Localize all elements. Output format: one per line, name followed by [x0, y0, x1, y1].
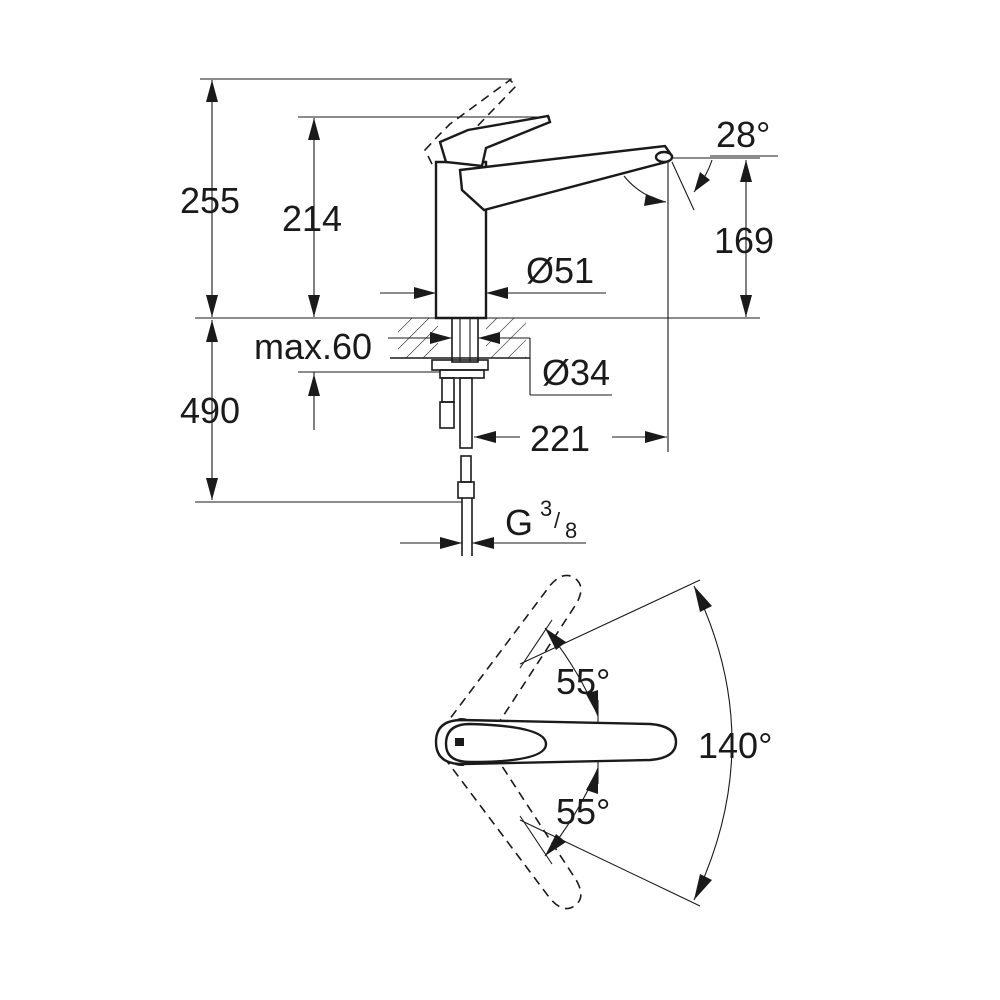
mounting-shank [431, 317, 489, 556]
total-height-label: 255 [180, 180, 240, 221]
lower-angle-label: 55° [556, 791, 610, 832]
indicator-mark [455, 738, 464, 746]
faucet-body [434, 114, 674, 320]
spout-height-label: 169 [714, 220, 774, 261]
lever-height-label: 214 [282, 198, 342, 239]
spout-reach-label: 221 [530, 418, 590, 459]
spout-angle-label: 28° [716, 114, 770, 155]
connection-denominator: 8 [565, 518, 577, 543]
hole-diameter-label: Ø34 [542, 352, 610, 393]
faucet-top-outline [434, 718, 678, 766]
lever-rotated-outlines [436, 574, 582, 910]
total-angle-label: 140° [698, 725, 772, 766]
top-view: 55° 55° 140° [434, 574, 772, 910]
max-deck-thickness-label: max.60 [254, 326, 372, 367]
below-deck-length-label: 490 [180, 390, 240, 431]
connection-main: G [505, 502, 533, 543]
body-diameter-label: Ø51 [526, 250, 594, 291]
connection-numerator: 3 [540, 496, 552, 521]
connection-separator: / [554, 508, 561, 533]
angle-reference-lines [470, 579, 733, 907]
connection-thread-label: G 3 / 8 [505, 496, 577, 543]
side-view: 255 214 169 28° Ø51 max.60 Ø34 490 221 G… [180, 78, 778, 556]
upper-angle-label: 55° [556, 661, 610, 702]
dimension-lines [206, 80, 778, 549]
